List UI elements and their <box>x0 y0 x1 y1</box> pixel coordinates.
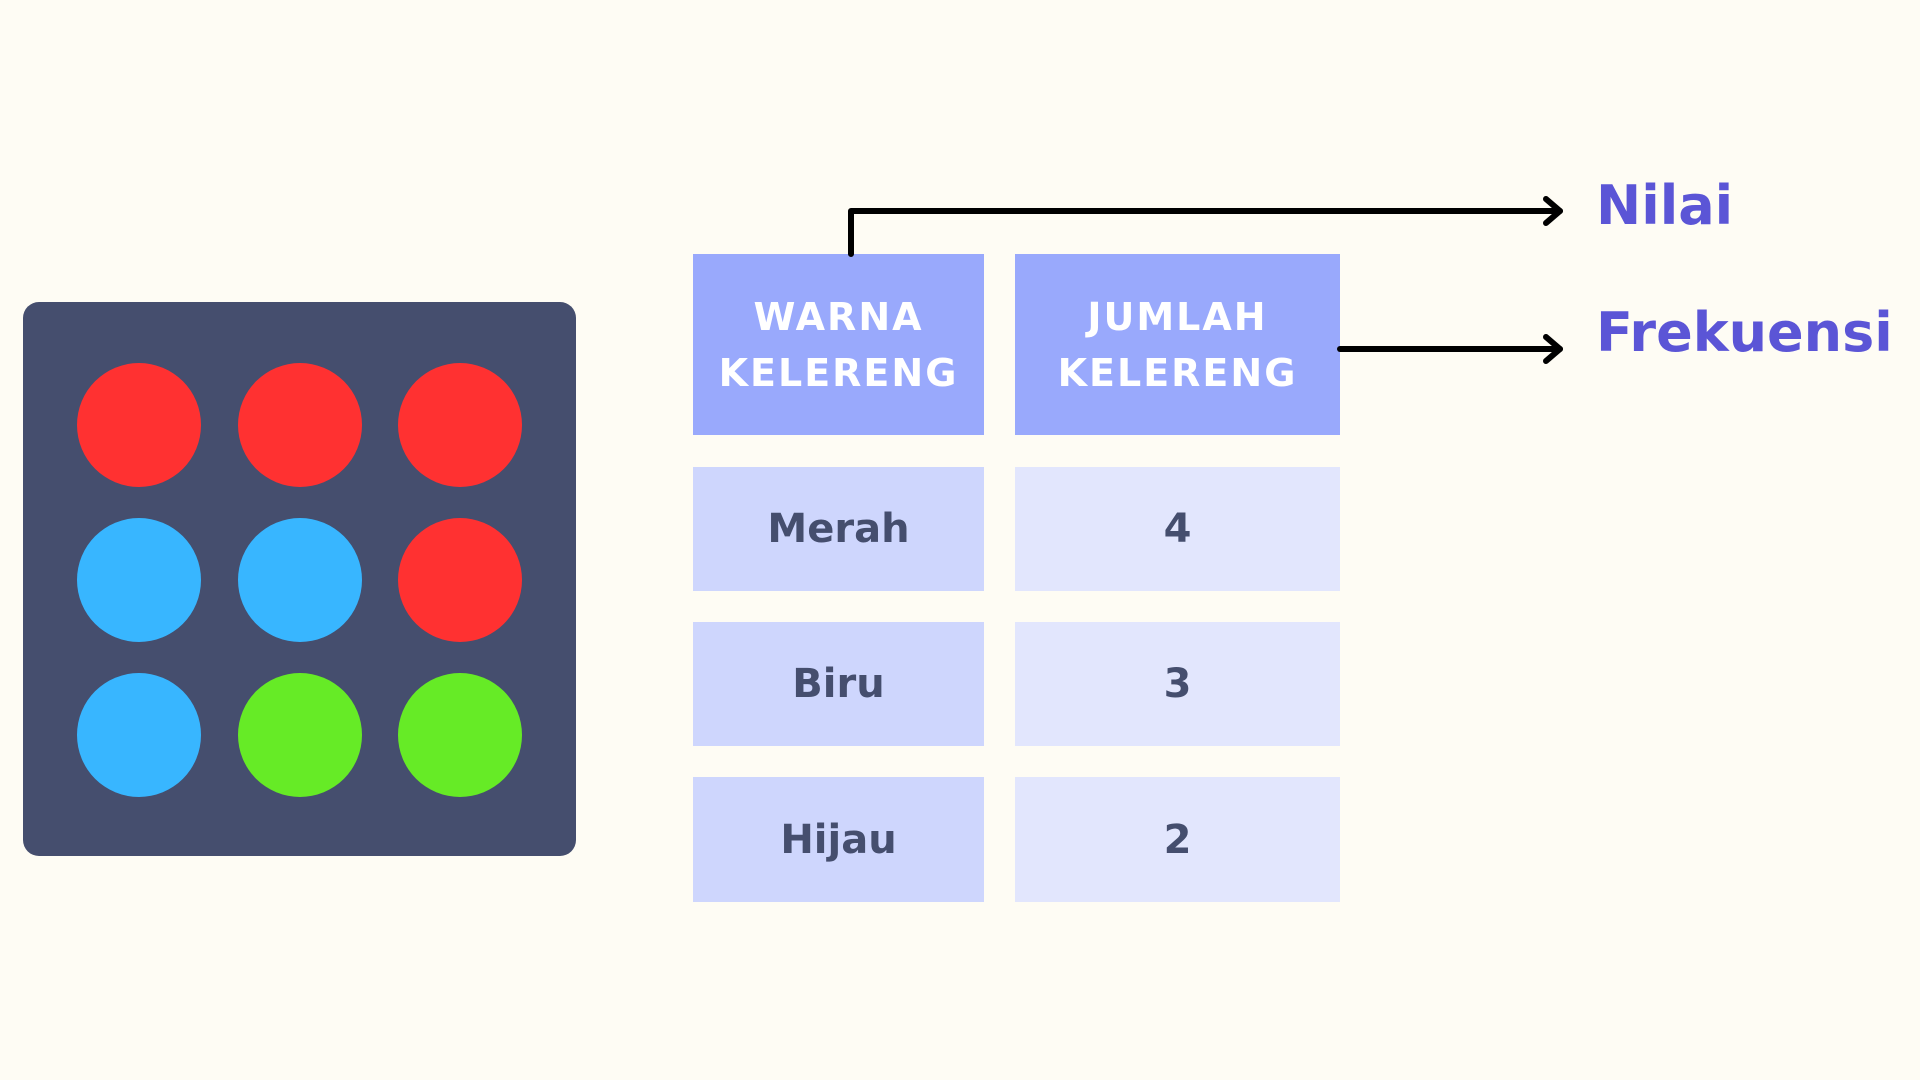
marble-r2c0 <box>77 673 201 797</box>
row-count-cell: 4 <box>1015 467 1340 591</box>
marble-r1c0 <box>77 518 201 642</box>
row-count-cell: 3 <box>1015 622 1340 746</box>
frequency-callout-label: Frekuensi <box>1596 301 1893 364</box>
frequency-arrow-head <box>1543 334 1563 364</box>
row-color-cell: Hijau <box>693 777 984 902</box>
marble-r0c1 <box>238 363 362 487</box>
row-color-cell: Biru <box>693 622 984 746</box>
marble-r0c2 <box>398 363 522 487</box>
marble-r2c2 <box>398 673 522 797</box>
value-arrow <box>848 208 1563 257</box>
row-count-label: 4 <box>1163 506 1192 552</box>
row-count-label: 3 <box>1163 661 1192 707</box>
marble-board <box>23 302 576 856</box>
value-callout-label: Nilai <box>1596 174 1734 237</box>
row-color-cell: Merah <box>693 467 984 591</box>
marble-r1c2 <box>398 518 522 642</box>
value-arrow-head <box>1543 196 1563 226</box>
header-color: WARNA KELERENG <box>693 254 984 435</box>
header-color-label: WARNA KELERENG <box>718 294 959 395</box>
row-color-label: Merah <box>767 506 910 552</box>
row-count-label: 2 <box>1163 816 1192 863</box>
marble-r1c1 <box>238 518 362 642</box>
row-color-label: Hijau <box>780 816 897 863</box>
row-count-cell: 2 <box>1015 777 1340 902</box>
marble-r0c0 <box>77 363 201 487</box>
marble-r2c1 <box>238 673 362 797</box>
header-count-label: JUMLAH KELERENG <box>1057 294 1298 395</box>
header-count: JUMLAH KELERENG <box>1015 254 1340 435</box>
row-color-label: Biru <box>792 661 885 707</box>
